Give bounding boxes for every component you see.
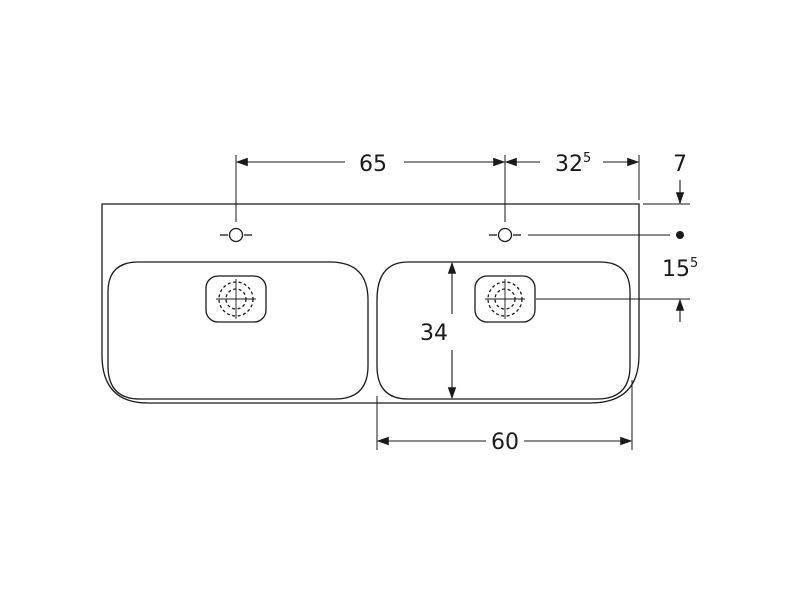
dim-tap-hole-to-edge: 325 (555, 151, 591, 177)
dim-tap-hole-spacing: 65 (359, 152, 387, 177)
left-waste-outlet (205, 275, 267, 323)
left-tap-hole (220, 227, 252, 243)
right-waste-outlet (474, 275, 536, 323)
dimension-lines (235, 157, 685, 446)
dim-bowl-depth: 34 (420, 321, 448, 346)
right-bowl (376, 261, 631, 400)
waste-height-reference-dot (676, 231, 684, 239)
dim-bowl-width: 60 (491, 430, 519, 455)
right-tap-hole (489, 227, 521, 243)
basin-outline (101, 203, 640, 404)
dim-waste-from-tap-hole: 155 (662, 256, 698, 282)
dim-tap-hole-from-back: 7 (673, 152, 687, 177)
extension-lines (235, 155, 690, 450)
left-bowl (107, 261, 369, 400)
